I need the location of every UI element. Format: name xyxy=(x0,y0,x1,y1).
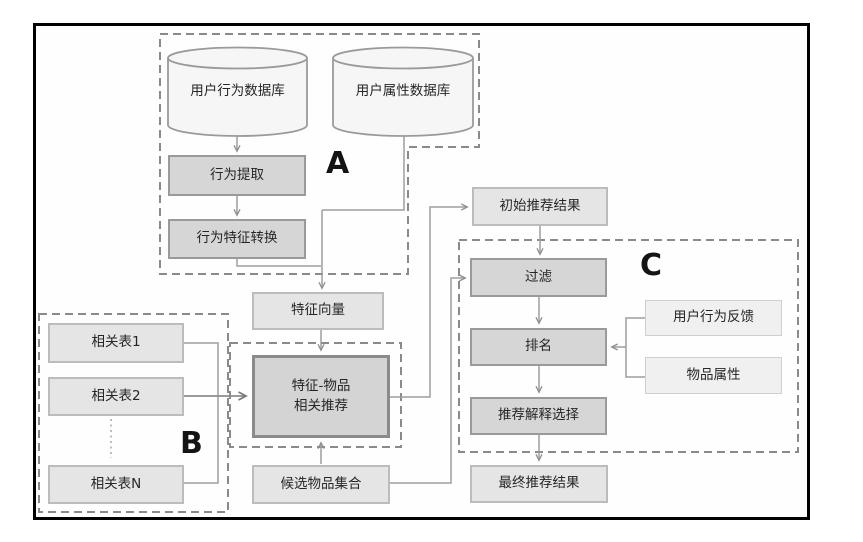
group-label-b: B xyxy=(180,426,203,461)
node-filter: 过滤 xyxy=(470,258,607,297)
group-c-dashed-outline xyxy=(458,239,799,453)
node-final-results: 最终推荐结果 xyxy=(470,465,608,503)
node-user-behavior-feedback: 用户行为反馈 xyxy=(645,300,782,336)
node-related-table-2: 相关表2 xyxy=(48,377,184,416)
node-behavior-extraction: 行为提取 xyxy=(168,155,306,196)
connector-candidateset-to-filter xyxy=(390,278,465,484)
node-user-behavior-db-label: 用户行为数据库 xyxy=(190,83,285,99)
connector-conversion-elbow xyxy=(236,258,321,267)
connector-attributedb-elbow xyxy=(322,136,405,211)
connector-relatedtables-junction xyxy=(184,342,219,484)
node-feature-vector: 特征向量 xyxy=(252,292,384,330)
node-related-table-1: 相关表1 xyxy=(48,323,184,363)
connector-feedback-junction xyxy=(625,317,645,378)
node-initial-results: 初始推荐结果 xyxy=(472,187,608,226)
group-b-dashed-outline xyxy=(38,313,229,513)
group-label-c: C xyxy=(640,248,663,283)
node-behavior-feature-conversion: 行为特征转换 xyxy=(168,219,306,259)
node-item-attributes: 物品属性 xyxy=(645,357,782,394)
node-explanation-selection: 推荐解释选择 xyxy=(470,397,607,435)
feature-item-dashed-outline xyxy=(229,342,402,448)
group-a-dashed-outline xyxy=(159,33,480,275)
node-feature-item-recommendation: 特征-物品 相关推荐 xyxy=(252,355,390,438)
group-label-a: A xyxy=(326,146,350,181)
node-ranking: 排名 xyxy=(470,328,607,366)
node-user-attribute-db-label: 用户属性数据库 xyxy=(355,83,451,99)
connector-featureitem-to-initialresults xyxy=(390,207,467,398)
database-cylinder-user-attribute xyxy=(332,46,474,137)
database-cylinder-user-behavior xyxy=(167,46,308,137)
node-candidate-item-set: 候选物品集合 xyxy=(252,465,390,504)
node-related-table-n: 相关表N xyxy=(48,465,184,504)
